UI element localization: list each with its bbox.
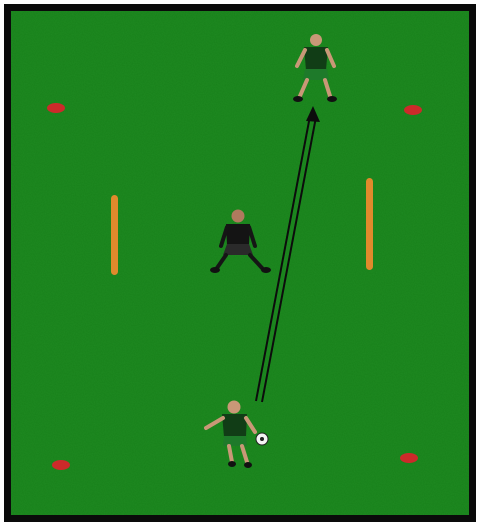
receiver-shirt [304,47,328,70]
goalkeeper-shirt [226,224,250,245]
cone-top-right [404,105,422,115]
ball [256,433,268,445]
goalkeeper-head [232,210,245,223]
passer-shorts [223,436,247,446]
cone-top-left [47,103,65,113]
ball-panel [260,437,264,441]
pole-right [366,178,373,270]
cone-bottom-left [52,460,70,470]
receiver-boot-right [327,96,337,102]
passer-boot-left [228,461,236,467]
pole-left [111,195,118,275]
passer-shirt [222,414,247,437]
cone-bottom-right [400,453,418,463]
passer-boot-right [244,462,252,468]
goalkeeper-boot-right [261,267,271,273]
goalkeeper-boot-left [210,267,220,273]
receiver-boot-left [293,96,303,102]
passer-head [228,401,241,414]
goalkeeper-shorts [223,244,253,255]
receiver-head [310,34,322,46]
